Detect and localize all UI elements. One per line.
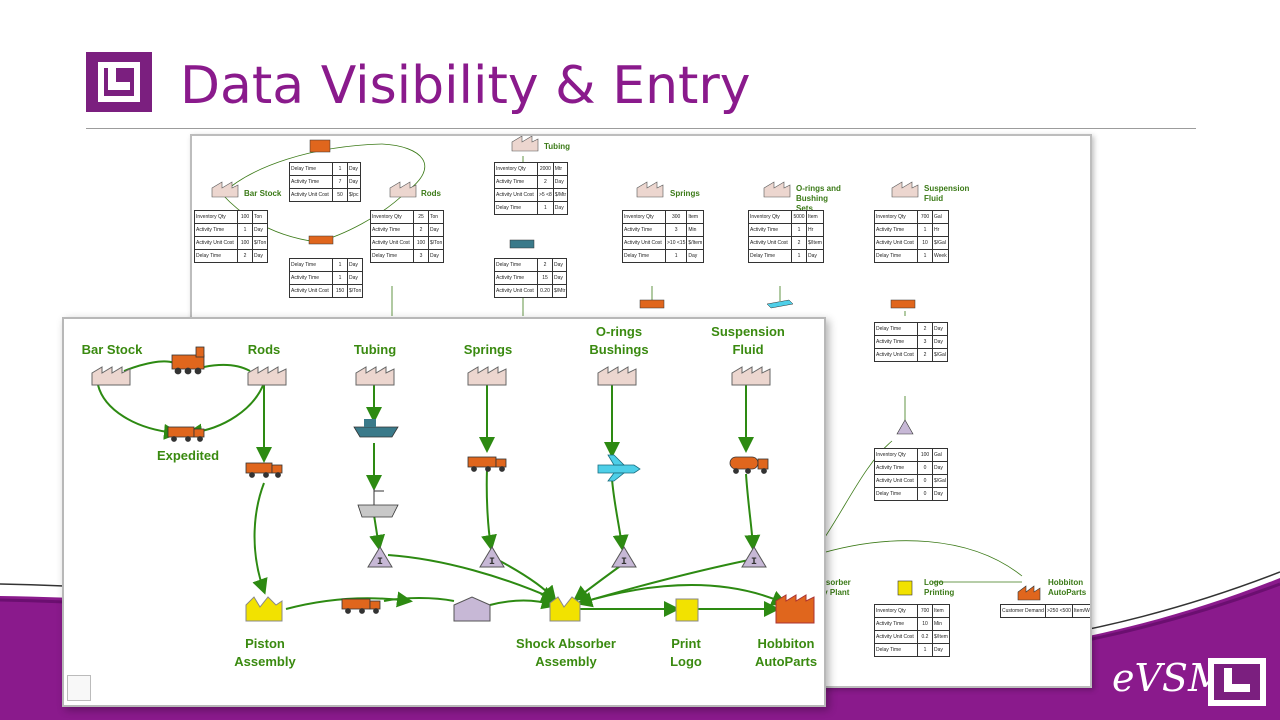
factory-icon xyxy=(389,181,417,198)
ship-icon xyxy=(509,239,535,249)
factory-icon xyxy=(597,366,637,386)
back-label-tubing: Tubing xyxy=(544,142,571,151)
inventory-marker-text: I xyxy=(751,557,757,568)
label-expedited: Expedited xyxy=(156,448,220,463)
tanker-truck-icon xyxy=(729,456,769,474)
front-map-graphics: I I I I xyxy=(91,346,815,624)
inventory-triangle-icon xyxy=(611,546,637,568)
process-box-icon xyxy=(897,580,913,596)
customer-factory-icon xyxy=(775,594,815,624)
back-label-plant: ly Plant xyxy=(821,588,850,597)
back-label-autoparts: AutoParts xyxy=(1048,588,1087,597)
ship-icon xyxy=(353,419,399,438)
shock-absorber-process-icon xyxy=(549,596,581,622)
factory-icon xyxy=(247,366,287,386)
airplane-icon xyxy=(597,454,641,482)
inventory-triangle-icon xyxy=(479,546,505,568)
label-rods: Rods xyxy=(247,342,281,357)
factory-icon xyxy=(636,181,664,198)
factory-icon xyxy=(511,136,539,152)
transport-icons xyxy=(308,139,916,309)
factory-icon xyxy=(355,366,395,386)
label-print-logo: Print Logo xyxy=(670,636,702,669)
inventory-triangle-icon xyxy=(741,546,767,568)
train-icon xyxy=(309,139,331,153)
unloading-ship-icon xyxy=(357,489,399,518)
slide-title: Data Visibility & Entry xyxy=(180,56,751,116)
truck-icon xyxy=(245,462,283,478)
brand-logo-small xyxy=(1208,658,1266,706)
factory-icon xyxy=(763,181,791,198)
piston-assembly-process-icon xyxy=(245,596,283,622)
simplified-value-stream-map[interactable]: I I I I Bar Stock Rods Tubing Springs O-… xyxy=(62,317,826,707)
legend-thumbnail xyxy=(67,675,91,701)
factory-icon xyxy=(91,366,131,386)
assembly-truck-icon xyxy=(341,598,381,614)
supplier-icons xyxy=(211,136,919,198)
supplier-factory-icons xyxy=(91,366,771,386)
label-hobbiton-autoparts: Hobbiton AutoParts xyxy=(754,636,818,669)
inventory-marker-text: I xyxy=(621,557,627,568)
factory-icon xyxy=(211,181,239,198)
plane-icon xyxy=(766,299,794,309)
back-label-rods: Rods xyxy=(421,189,441,198)
label-piston-assembly: Piston Assembly xyxy=(234,636,296,669)
inventory-marker-text: I xyxy=(489,557,495,568)
back-label-hobbiton: Hobbiton xyxy=(1048,578,1084,587)
truck-icon xyxy=(639,299,665,309)
label-springs: Springs xyxy=(463,342,513,357)
back-label-orings: O-rings and Bushing Sets xyxy=(796,184,841,213)
back-label-suspension-fluid: Suspension Fluid xyxy=(924,184,970,203)
tanker-icon xyxy=(890,299,916,309)
customer-factory-icon xyxy=(1017,585,1041,601)
label-tubing: Tubing xyxy=(353,342,397,357)
factory-icon xyxy=(891,181,919,198)
label-orings-bushings: O-rings Bushings xyxy=(589,324,649,357)
brand-logo xyxy=(86,52,152,112)
springs-truck-icon xyxy=(467,456,507,472)
material-flow-arrows xyxy=(97,360,788,617)
label-bar-stock: Bar Stock xyxy=(81,342,143,357)
print-logo-process-icon xyxy=(675,598,699,622)
warehouse-icon xyxy=(453,596,491,622)
train-icon xyxy=(171,346,205,375)
inventory-triangle-icons xyxy=(367,546,767,568)
inventory-marker-text: I xyxy=(377,557,383,568)
expedited-truck-icon xyxy=(167,426,205,442)
back-map-connectors xyxy=(211,136,1041,601)
inventory-triangle-icon xyxy=(896,419,914,435)
label-shock-absorber-assembly: Shock Absorber Assembly xyxy=(516,636,616,669)
factory-icon xyxy=(467,366,507,386)
back-label-springs: Springs xyxy=(670,189,700,198)
back-label-bar-stock: Bar Stock xyxy=(244,189,282,198)
factory-icon xyxy=(731,366,771,386)
back-label-printing: Printing xyxy=(924,588,955,597)
back-label-logo: Logo xyxy=(924,578,944,587)
back-label-absorber: bsorber xyxy=(821,578,851,587)
brand-wordmark: eVSM xyxy=(1112,656,1227,700)
label-suspension-fluid: Suspension Fluid xyxy=(711,324,785,357)
title-divider xyxy=(86,128,1196,129)
inventory-triangle-icon xyxy=(367,546,393,568)
truck-icon xyxy=(308,235,334,245)
